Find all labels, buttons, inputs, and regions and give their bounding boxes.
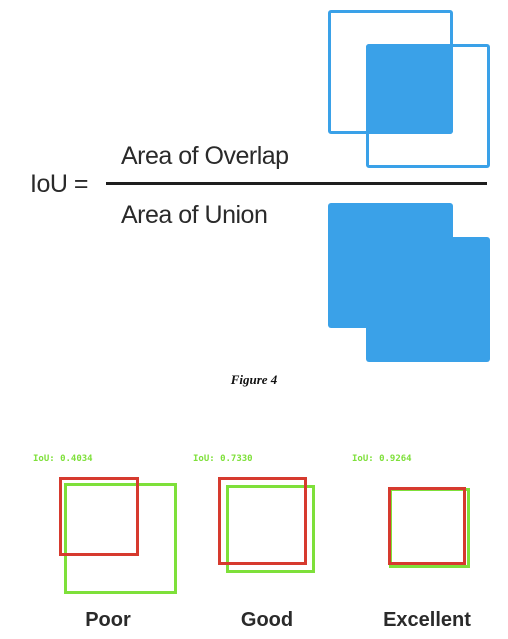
iou-label-poor: IoU: 0.4034: [33, 454, 93, 464]
figure-caption: Figure 4: [230, 372, 278, 387]
formula-numerator: Area of Overlap: [121, 142, 289, 170]
ground-truth-box-good: [226, 485, 315, 573]
overlap-region: [366, 44, 453, 134]
formula-lhs: IoU =: [30, 170, 88, 198]
prediction-box-poor: [59, 477, 139, 556]
prediction-box-good: [218, 477, 307, 565]
rating-good: Good: [240, 609, 294, 631]
union-box-b: [366, 237, 490, 362]
rating-poor: Poor: [85, 609, 131, 631]
iou-label-good: IoU: 0.7330: [193, 454, 253, 464]
prediction-box-excellent: [388, 487, 466, 565]
fraction-bar: [106, 182, 487, 185]
iou-label-excellent: IoU: 0.9264: [352, 454, 412, 464]
formula-denominator: Area of Union: [121, 201, 268, 229]
rating-excellent: Excellent: [383, 609, 471, 631]
ground-truth-box-poor: [64, 483, 177, 594]
